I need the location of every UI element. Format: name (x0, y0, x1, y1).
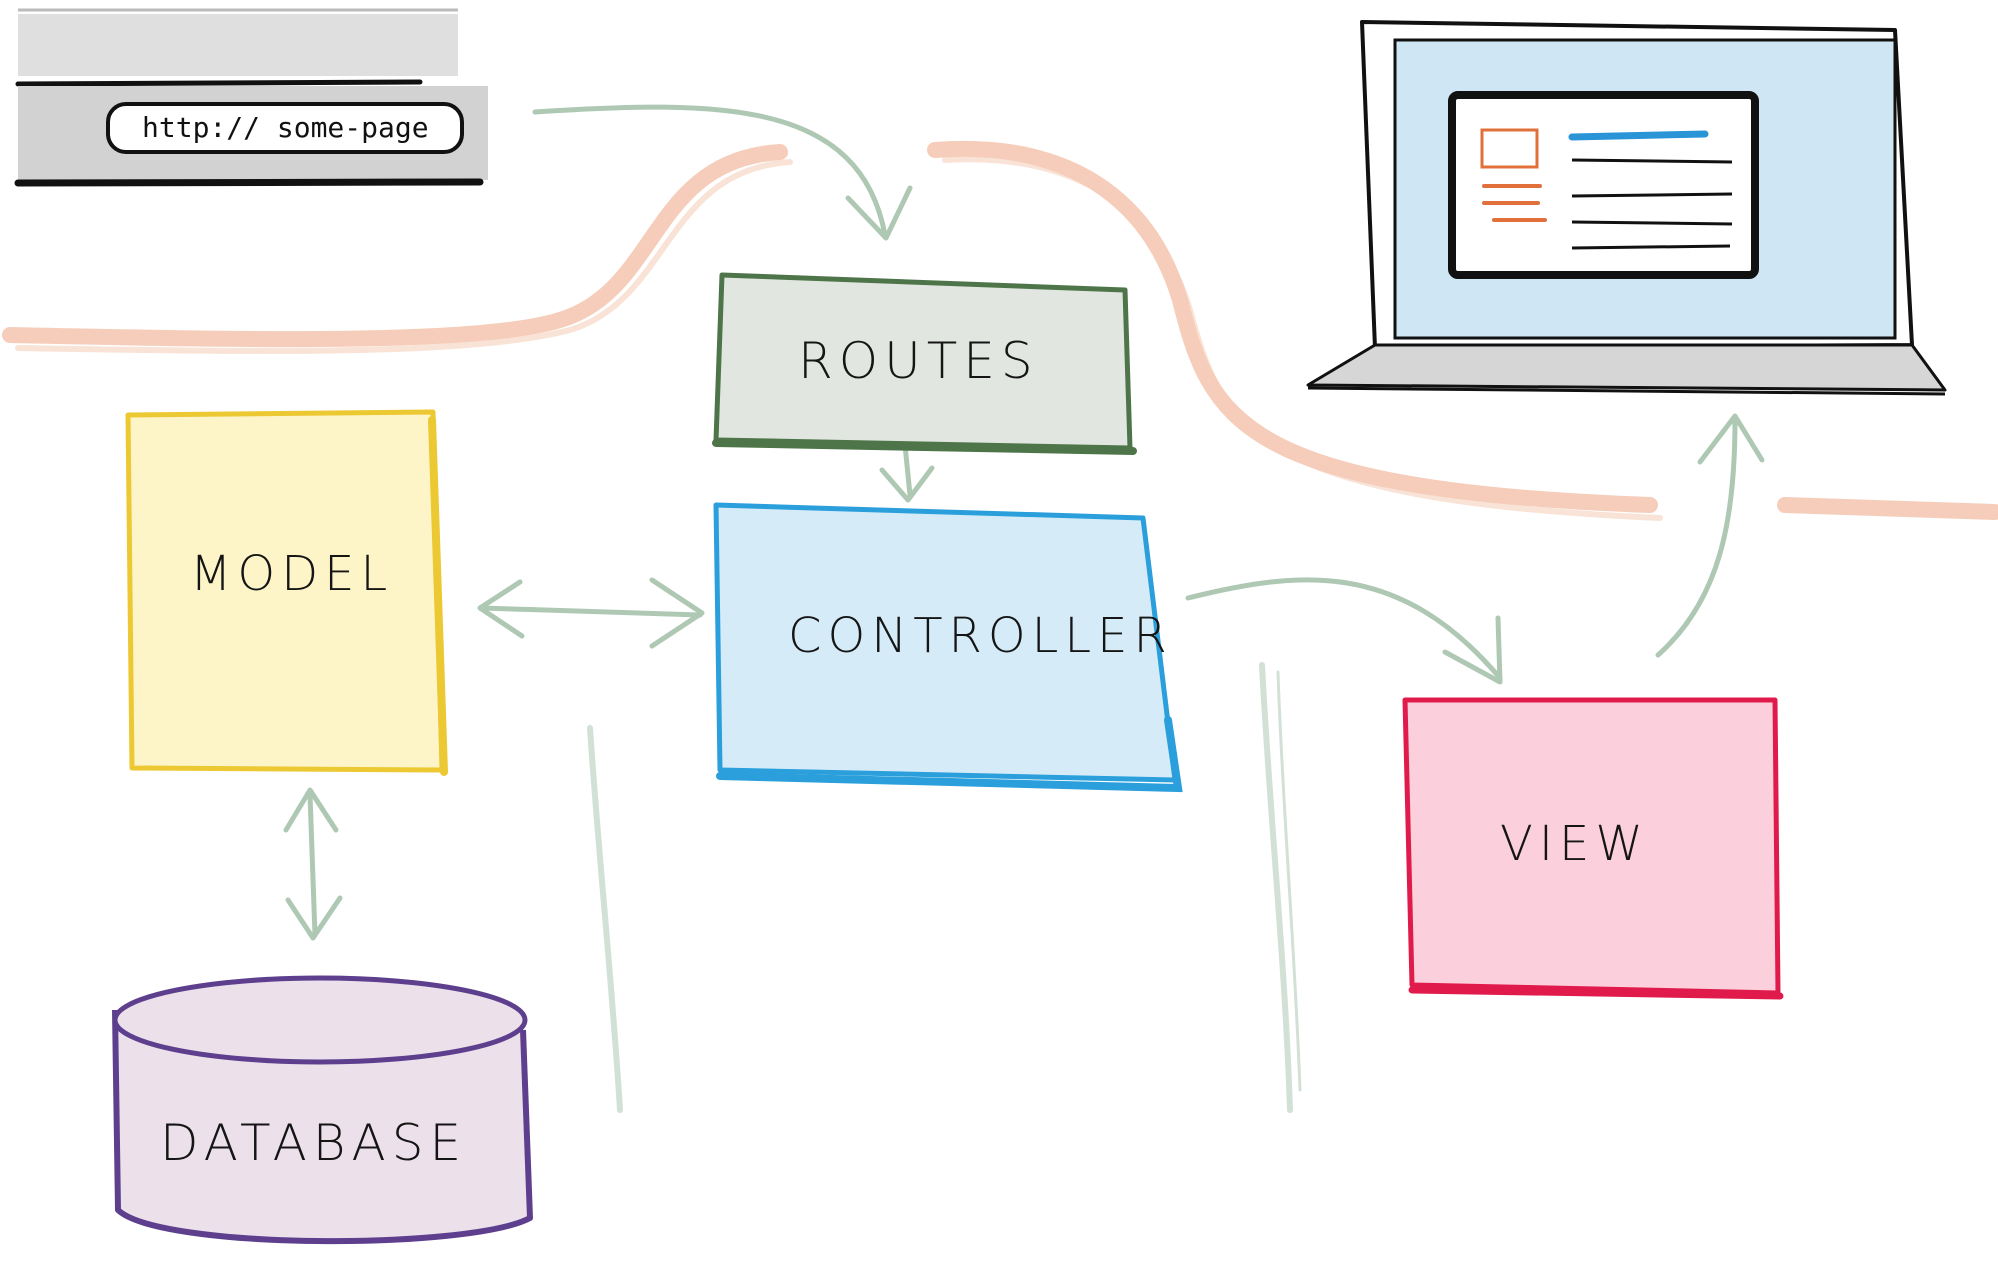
browser-window: http:// some-page (14, 8, 488, 187)
browser-tab-strip (18, 14, 458, 76)
model-label: MODEL (190, 546, 393, 602)
arrows (283, 104, 1765, 941)
url-text: http:// some-page (142, 111, 429, 144)
model-node[interactable]: MODEL (125, 409, 448, 776)
database-label: DATABASE (160, 1114, 467, 1172)
controller-label: CONTROLLER (788, 608, 1173, 664)
controller-node[interactable]: CONTROLLER (713, 502, 1183, 793)
laptop-icon (1306, 20, 1947, 396)
routes-label: ROUTES (798, 332, 1039, 390)
app-window (1448, 91, 1759, 279)
arrow-url-to-routes (532, 104, 888, 238)
routes-node[interactable]: ROUTES (712, 272, 1137, 455)
image-placeholder-icon (1480, 128, 1539, 169)
arrow-model-database (307, 792, 318, 938)
sketch-lines (587, 662, 1302, 1113)
arrow-view-to-laptop (1655, 417, 1738, 658)
laptop-base (1306, 343, 1947, 392)
flow-path (2, 140, 1998, 521)
url-field[interactable] (106, 102, 464, 154)
database-node[interactable]: DATABASE (112, 975, 533, 1245)
arrow-model-controller (479, 605, 703, 618)
arrow-controller-to-view (1185, 577, 1503, 681)
arrow-head-routes (845, 185, 913, 241)
view-node[interactable]: VIEW (1402, 697, 1784, 1000)
view-label: VIEW (1500, 816, 1649, 872)
arrow-routes-to-controller (902, 442, 913, 498)
